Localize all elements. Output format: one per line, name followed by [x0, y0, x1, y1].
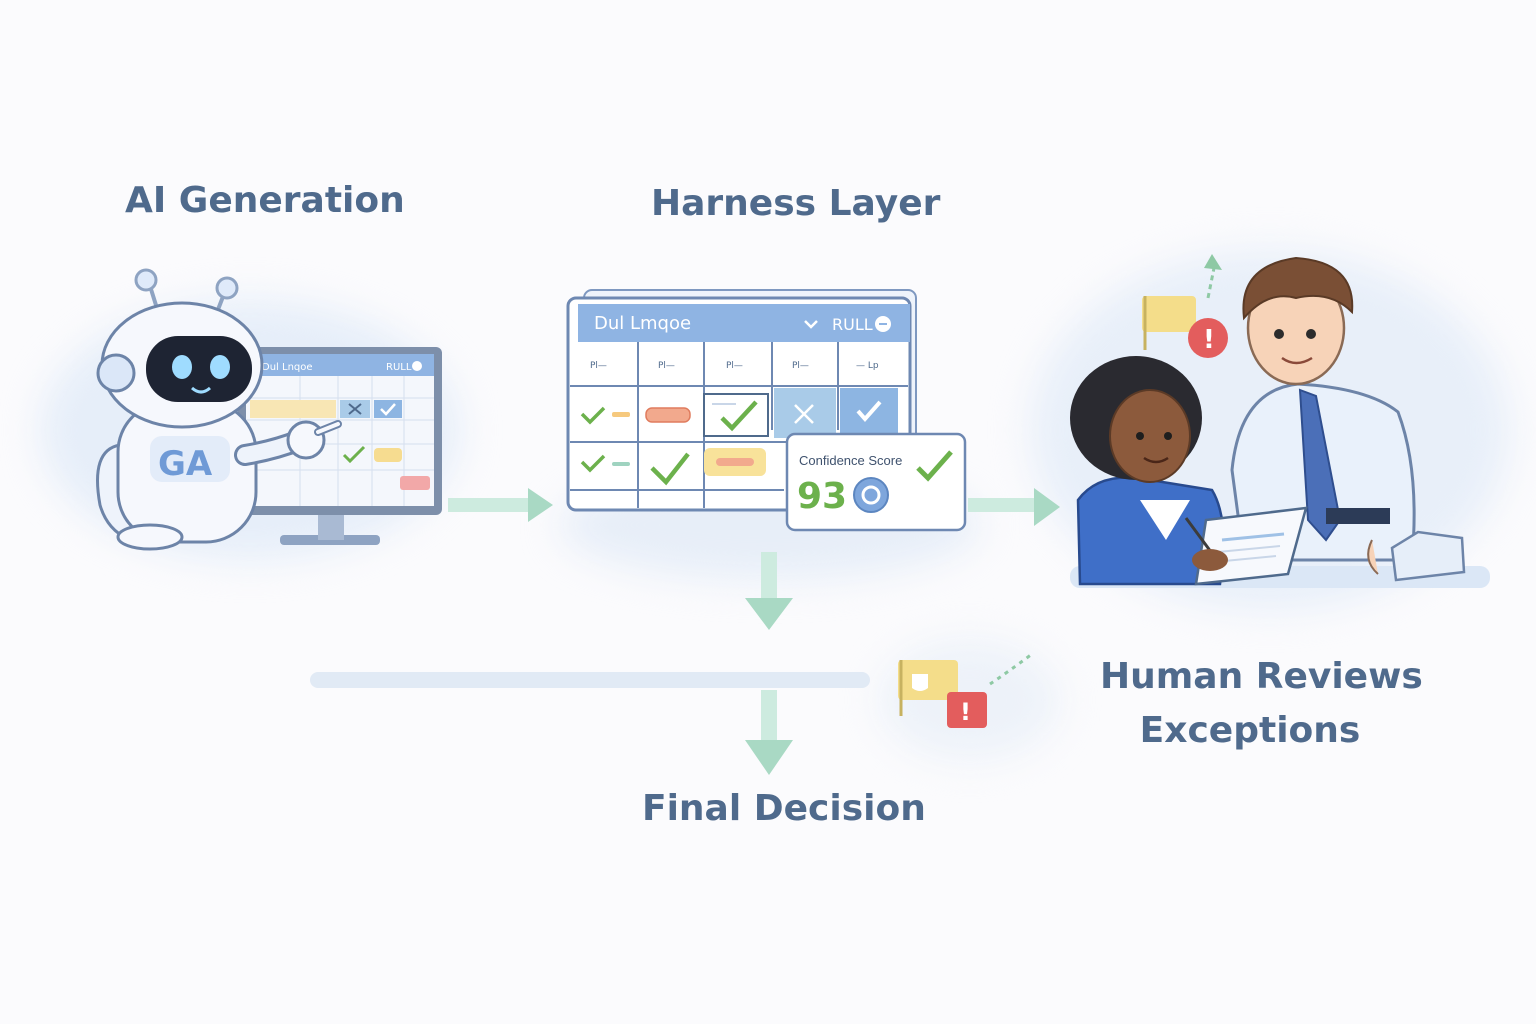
robot-pointing-finger-inner: [316, 422, 340, 434]
harness-dash-r2: [612, 462, 630, 466]
monitor-highlight-row: [250, 400, 336, 418]
robot-face-visor: [146, 336, 252, 402]
man-belt: [1326, 508, 1390, 524]
monitor: Dul Lnqoe RULL: [238, 347, 442, 545]
robot-eye-right: [210, 355, 230, 379]
human-reviews-label: Human Reviews Exceptions: [1100, 650, 1423, 758]
woman-eye-right: [1164, 432, 1172, 440]
harness-x-icon: [794, 404, 814, 424]
robot-illustration: GA: [96, 268, 342, 551]
harness-column-headers: Pl— Pl— Pl— Pl— — Lp: [590, 361, 879, 371]
harness-check-icon-r2b: [650, 452, 690, 486]
arrow-shaft-final: [761, 690, 777, 742]
man-hand: [1367, 539, 1379, 575]
woman-smile: [1143, 456, 1169, 464]
robot-antenna-left-tip: [134, 268, 158, 292]
alert-icon: [1188, 318, 1228, 358]
document-box: [1390, 530, 1466, 582]
arrow-shaft-harness-down: [761, 552, 777, 600]
monitor-stand: [318, 512, 344, 540]
monitor-accept-cell: [374, 400, 402, 418]
harness-layer-label: Harness Layer: [651, 183, 941, 224]
arrow-head-final: [745, 740, 793, 775]
monitor-x-icon: [348, 403, 362, 415]
exception-flag-group: !: [898, 652, 1033, 728]
robot-eye-left: [172, 355, 192, 379]
exception-alert-icon: [947, 692, 987, 728]
harness-col-header-1: Pl—: [590, 361, 607, 371]
monitor-check-icon: [380, 403, 396, 416]
woman-face: [1109, 389, 1191, 483]
robot-chest-letters: GA: [158, 444, 213, 484]
harness-check-white-icon: [856, 400, 882, 423]
arrow-head-ai-to-harness: [528, 488, 553, 522]
monitor-red-pill: [400, 476, 430, 490]
up-arrow-trail: [1206, 267, 1216, 299]
monitor-check-green-icon: [342, 445, 366, 464]
flow-arrows: [310, 488, 1060, 775]
up-arrow-icon: [1204, 254, 1222, 270]
arrow-head-harness-to-human: [1034, 488, 1060, 526]
man-hair: [1242, 256, 1354, 321]
harness-highlight-cell: [703, 393, 769, 437]
exception-trail: [989, 652, 1033, 686]
review-clipboard: [1194, 506, 1308, 586]
harness-check-icon-r1: [580, 406, 606, 425]
man-tie: [1298, 388, 1342, 542]
robot-hand-right: [286, 420, 326, 460]
human-reviews-line2: Exceptions: [1139, 710, 1361, 751]
harness-rule-label: RULL: [832, 315, 873, 334]
confidence-score-value: 93: [797, 476, 847, 517]
robot-hand-left: [116, 523, 184, 551]
monitor-screen-header: [246, 354, 434, 376]
robot-ear-left: [96, 353, 136, 393]
monitor-rule-label: RULL: [386, 362, 412, 373]
harness-panel-header: [578, 304, 910, 342]
alert-exclamation: !: [1203, 325, 1215, 355]
robot-chest-panel: [150, 436, 230, 482]
confidence-card: Confidence Score 93: [785, 432, 967, 532]
arrow-shaft-harness-to-human: [968, 498, 1036, 512]
man-smile: [1281, 356, 1313, 365]
ai-generation-label: AI Generation: [125, 180, 405, 221]
chevron-down-icon: [804, 320, 818, 329]
robot-antenna-right-tip: [215, 276, 239, 300]
confidence-score-label: Confidence Score: [799, 453, 902, 468]
confidence-badge-icon: [853, 477, 889, 513]
monitor-header-text: Dul Lnqoe: [262, 362, 313, 373]
harness-dash-r1: [612, 412, 630, 417]
woman-eye-left: [1136, 432, 1144, 440]
woman-hand: [1192, 549, 1228, 571]
final-decision-label: Final Decision: [642, 788, 926, 829]
arrow-shaft-ai-to-harness: [448, 498, 530, 512]
harness-col-header-3: Pl—: [726, 361, 743, 371]
harness-col-header-5: — Lp: [856, 361, 879, 371]
monitor-rule-icon: [412, 361, 422, 371]
robot-smile: [191, 386, 211, 394]
human-reviewers-illustration: !: [1070, 254, 1490, 588]
flag-icon: [1142, 296, 1196, 332]
man-eye-right: [1306, 329, 1316, 339]
exception-alert-exclamation: !: [960, 698, 971, 726]
confidence-check-icon: [916, 450, 953, 482]
harness-check-icon-r2: [580, 454, 606, 473]
harness-check-icon-large: [720, 400, 758, 432]
harness-col-header-2: Pl—: [658, 361, 675, 371]
man-eye-left: [1274, 329, 1284, 339]
harness-header-text: Dul Lmqoe: [594, 313, 691, 334]
human-feedback-line: [310, 672, 870, 688]
harness-col-header-4: Pl—: [792, 361, 809, 371]
harness-yellow-pill: [716, 458, 754, 466]
arrow-head-harness-down: [745, 598, 793, 630]
woman-shirt: [1140, 500, 1190, 540]
flag-shield-icon: [912, 674, 928, 691]
monitor-yellow-pill: [374, 448, 402, 462]
harness-red-pill: [645, 407, 691, 423]
human-reviews-line1: Human Reviews: [1100, 656, 1423, 697]
